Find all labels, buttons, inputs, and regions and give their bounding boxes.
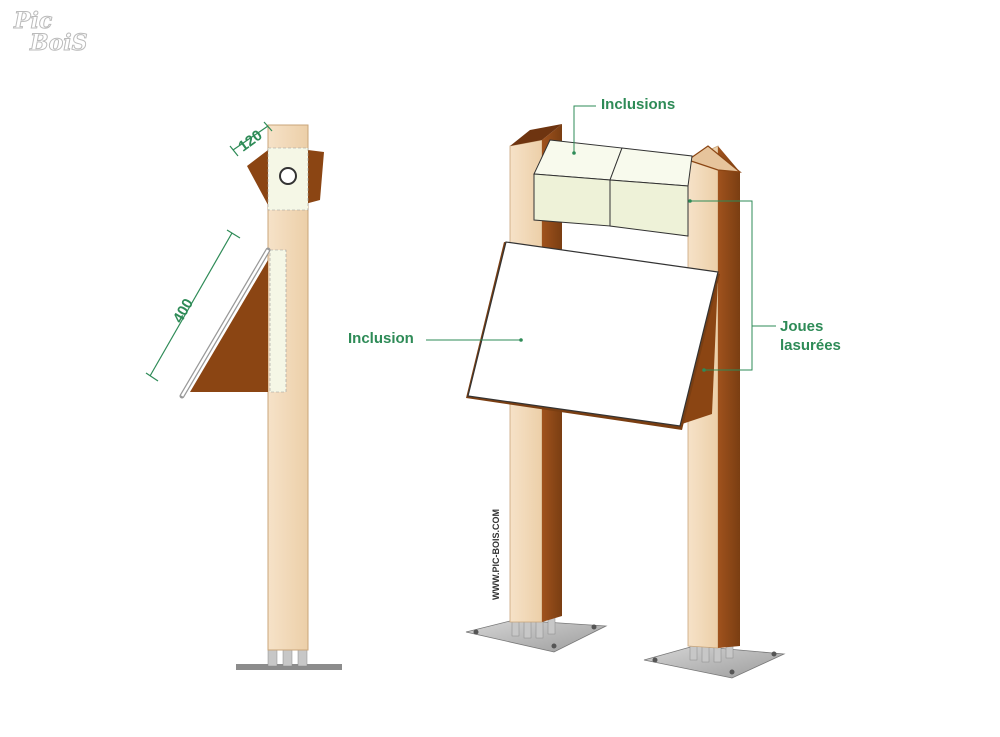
- side-rod: [297, 647, 308, 667]
- plate-screw: [551, 643, 557, 649]
- callout-inclusions: Inclusions: [572, 96, 675, 155]
- inclusion-panel: [467, 241, 719, 427]
- side-panel-face: [180, 249, 270, 397]
- side-base-plate: [236, 664, 342, 670]
- callout-joues-bracket: [690, 200, 753, 371]
- callout-dot: [572, 151, 576, 155]
- dim-120-tick: [263, 121, 273, 132]
- inclusion-block-left-top: [533, 139, 623, 181]
- plate-screw: [729, 669, 735, 675]
- plate-screw: [652, 657, 658, 663]
- plate-screw: [771, 651, 777, 657]
- label-inclusion: Inclusion: [348, 330, 414, 347]
- inclusion-block-right-top: [609, 147, 693, 187]
- plate-screw: [591, 624, 597, 630]
- website-watermark: WWW.PIC-BOIS.COM: [491, 509, 501, 600]
- left-post-top: [510, 124, 562, 146]
- callout-joues: Joues lasurées: [688, 199, 841, 372]
- dimension-120: 120: [229, 121, 273, 157]
- inclusion-block-right-front: [609, 179, 689, 237]
- side-panel-inclusion: [269, 249, 287, 393]
- dim-120-line: [232, 125, 269, 151]
- side-rod: [267, 647, 278, 667]
- right-post-side: [718, 146, 740, 648]
- rod: [535, 619, 544, 639]
- label-joues-line2: lasurées: [780, 337, 841, 354]
- logo-line2: BoiS: [29, 30, 88, 56]
- dim-400-line: [149, 232, 233, 377]
- pic-bois-logo: Pic BoiS: [13, 8, 89, 57]
- plate-screw: [473, 629, 479, 635]
- bolt-hole: [279, 167, 297, 185]
- callout-inclusions-leader: [573, 105, 596, 152]
- label-inclusions: Inclusions: [601, 96, 675, 113]
- callout-dot: [688, 199, 692, 203]
- inclusion-block-left-front: [533, 173, 611, 227]
- right-post-top: [686, 145, 742, 173]
- perspective-view: WWW.PIC-BOIS.COM: [465, 124, 786, 679]
- dim-120-tick: [229, 145, 239, 157]
- rod: [523, 619, 532, 639]
- callout-dot: [702, 368, 706, 372]
- logo-line1: Pic: [13, 8, 53, 34]
- label-joues-line1: Joues: [780, 318, 823, 335]
- side-rod: [282, 647, 293, 667]
- dim-400-tick: [226, 229, 241, 239]
- dim-400-tick: [145, 372, 159, 382]
- side-view: 120 400: [145, 121, 342, 670]
- side-lower-cheek: [190, 260, 268, 392]
- callout-dot: [519, 338, 523, 342]
- callout-inclusion: Inclusion: [348, 330, 523, 347]
